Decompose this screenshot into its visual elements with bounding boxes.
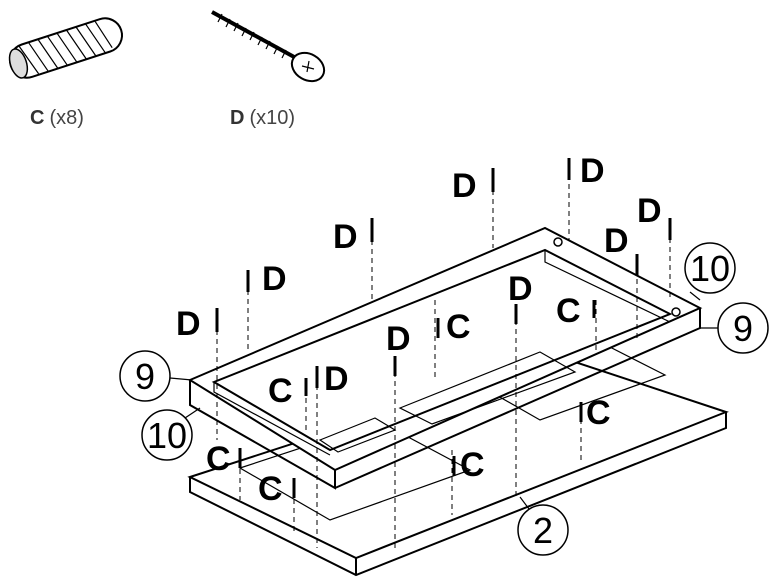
part-c-label: C(x8) xyxy=(30,107,84,129)
panel-9-right: 9 xyxy=(733,308,753,349)
callout-d: D xyxy=(324,360,349,398)
part-c-letter: C xyxy=(30,107,44,129)
panel-number-callouts: 9 10 10 9 2 xyxy=(119,242,769,556)
dowel-callouts: C C C C C C C xyxy=(206,292,611,508)
callout-c: C xyxy=(586,394,611,432)
panel-2: 2 xyxy=(533,510,553,551)
dowel-icon xyxy=(8,17,123,79)
callout-d: D xyxy=(386,320,411,358)
callout-d: D xyxy=(637,192,662,230)
callout-d: D xyxy=(604,222,629,260)
callout-d: D xyxy=(262,260,287,298)
callout-d: D xyxy=(333,218,358,256)
guide-lines xyxy=(216,175,671,548)
screw-markers xyxy=(215,158,672,388)
part-d-label: D(x10) xyxy=(230,107,295,129)
callout-c: C xyxy=(268,372,293,410)
callout-d: D xyxy=(176,305,201,343)
panel-10-left: 10 xyxy=(147,415,187,456)
screw-callouts: D D D D D D D D D D xyxy=(176,152,662,398)
panel-10-right: 10 xyxy=(690,248,730,289)
part-c-qty: (x8) xyxy=(49,107,83,129)
part-d-qty: (x10) xyxy=(249,107,295,129)
callout-d: D xyxy=(452,167,477,205)
callout-c: C xyxy=(258,470,283,508)
dowel-markers xyxy=(238,300,596,498)
callout-c: C xyxy=(460,446,485,484)
part-d-letter: D xyxy=(230,107,244,129)
panel-9-left: 9 xyxy=(135,356,155,397)
screw-icon xyxy=(211,10,326,83)
callout-c: C xyxy=(206,440,231,478)
callout-c: C xyxy=(446,308,471,346)
callout-c: C xyxy=(556,292,581,330)
callout-d: D xyxy=(580,152,605,190)
callout-d: D xyxy=(508,270,533,308)
